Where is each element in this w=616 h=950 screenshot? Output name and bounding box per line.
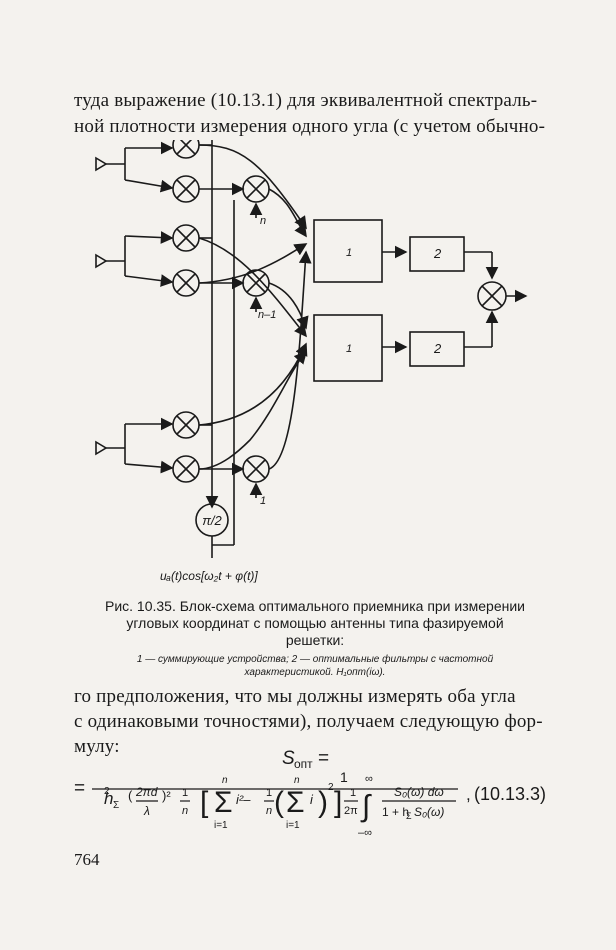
formula-paren: (	[128, 788, 133, 803]
formula-sum-top: n	[294, 775, 300, 786]
mixer-icon	[242, 175, 270, 203]
block-label: 2	[433, 341, 442, 356]
phase-shifter-label: π/2	[202, 513, 222, 528]
filter-block	[409, 331, 465, 367]
filter-block	[409, 236, 465, 272]
formula-n: n	[182, 805, 188, 817]
mixer-icon	[477, 281, 507, 311]
formula-int-bottom: –∞	[358, 827, 372, 839]
formula-frac-den: λ	[143, 804, 150, 818]
formula-lhs: S	[282, 748, 295, 769]
formula-h-sup: 2	[104, 786, 110, 797]
figure-caption: Рис. 10.35. Блок-схема оптимального прие…	[100, 598, 530, 679]
formula-sum-bottom: i=1	[286, 820, 300, 831]
antenna-icon	[95, 156, 125, 172]
formula-i: i	[310, 792, 314, 807]
antenna-icon	[95, 440, 125, 456]
formula-two-pi: 2π	[344, 805, 358, 817]
port-label: n	[260, 215, 266, 227]
formula-h: h	[104, 789, 113, 808]
formula-int-den-tail: S₀(ω)	[414, 805, 444, 819]
formula-one-over-n-2: 1	[266, 787, 272, 799]
page-number: 764	[74, 850, 100, 869]
formula-numerator: 1	[340, 769, 348, 785]
caption-title: Рис. 10.35. Блок-схема оптимального прие…	[104, 598, 525, 648]
formula-int-den-sub: Σ	[406, 811, 412, 821]
mixer-icon	[172, 269, 200, 297]
formula-bracket: [	[200, 786, 209, 819]
formula-int-den: 1 + h	[382, 805, 409, 819]
formula-lhs-sub: опт	[294, 757, 313, 771]
mixer-icon	[242, 455, 270, 483]
block-label: 1	[346, 247, 352, 259]
formula-frac-num: 2πd	[135, 785, 158, 799]
block-label: 1	[346, 343, 352, 355]
formula-sigma: Σ	[286, 786, 305, 819]
formula-one-over-2pi: 1	[350, 787, 356, 799]
summing-block	[313, 219, 383, 283]
formula-sum-top: n	[222, 775, 228, 786]
paragraph-line-5: мулу:	[74, 736, 120, 757]
mixer-icon	[172, 140, 200, 159]
formula-int-num: S₀(ω) dω	[394, 785, 444, 799]
signal-label: uₐ(t)cos[ω₂t + φ(t)]	[160, 569, 258, 583]
formula: S опт = = 1 h 2 Σ ( 2πd λ )² 1 n [ Σ n i…	[74, 748, 546, 839]
formula-paren: (	[274, 786, 284, 819]
mixer-icon	[172, 411, 200, 439]
formula-sup: 2	[328, 782, 334, 793]
port-label: 1	[260, 495, 266, 507]
formula-bracket: ]	[334, 786, 342, 819]
formula-h-sub: Σ	[113, 800, 119, 811]
mixer-icon	[172, 224, 200, 252]
receiver-block-diagram: π/2 1 1 2 2 n n–1 1 uₐ(t)cos[ω₂t + φ(t)]	[95, 140, 528, 583]
formula-one-over-n: 1	[182, 787, 188, 799]
mixer-icon	[172, 455, 200, 483]
paragraph-line-1: туда выражение (10.13.1) для эквивалентн…	[74, 90, 538, 111]
formula-n-2: n	[266, 805, 272, 817]
formula-sigma: Σ	[214, 786, 233, 819]
formula-paren: )²	[162, 788, 171, 803]
formula-integral: ∫	[360, 790, 372, 823]
paragraph-line-2: ной плотности измерения одного угла (с у…	[74, 116, 546, 137]
formula-int-top: ∞	[365, 773, 373, 785]
paragraph-line-4: с одинаковыми точностями), получаем след…	[74, 711, 543, 732]
formula-eq-2: =	[74, 778, 85, 799]
formula-i2: i²–	[236, 792, 251, 807]
formula-tag: (10.13.3)	[474, 784, 546, 804]
mixer-icon	[172, 175, 200, 203]
caption-note: 1 — суммирующие устройства; 2 — оптималь…	[136, 654, 494, 678]
summing-block	[313, 314, 383, 382]
antenna-icon	[95, 253, 125, 269]
formula-eq: =	[318, 748, 329, 769]
formula-paren: )	[318, 786, 328, 819]
formula-sum-bottom: i=1	[214, 820, 228, 831]
block-label: 2	[433, 246, 442, 261]
paragraph-line-3: го предположения, что мы должны измерять…	[74, 686, 516, 707]
port-label: n–1	[258, 309, 276, 321]
formula-comma: ,	[466, 785, 471, 804]
